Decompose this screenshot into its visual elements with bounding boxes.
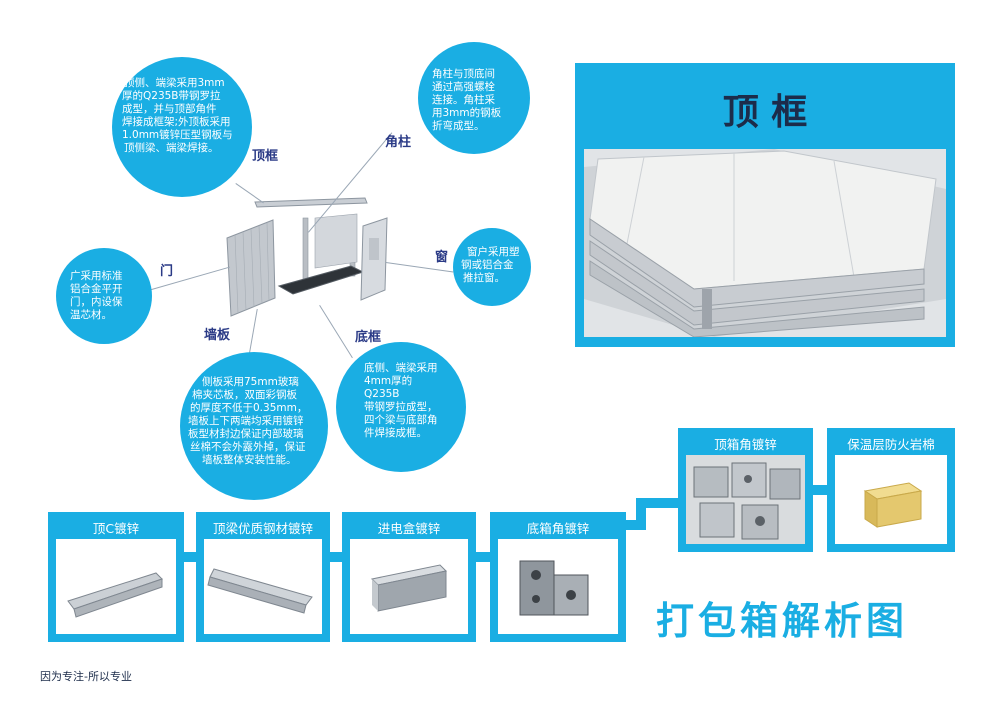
bubble-corner: 角柱与顶底间 通过高强螺栓 连接。角柱采 用3mm的钢板 折弯成型。 (418, 42, 530, 154)
base-frame-shape (277, 265, 365, 295)
component-top-corner: 顶箱角镀锌 (678, 428, 813, 552)
roof-photo-title: 顶 框 (722, 91, 808, 133)
connector-bar-6 (813, 485, 827, 495)
bubble-base: 底侧、端梁采用 4mm厚的 Q235B 带钢罗拉成型， 四个梁与底部角 件焊接成… (336, 342, 466, 472)
component-electric-box: 进电盒镀锌 (342, 512, 476, 642)
label-roof: 顶框 (252, 149, 279, 164)
corner-post-shape (302, 217, 309, 289)
roof-photo (584, 149, 946, 337)
label-corner: 角柱 (385, 135, 412, 150)
label-wall: 墙板 (204, 328, 231, 343)
bubble-roof: 顶侧、端梁采用3mm 厚的Q235B带钢罗拉 成型，并与顶部角件 焊接成框架;外… (112, 57, 252, 197)
roof-photo-panel: 顶 框 (575, 63, 955, 347)
label-window: 窗 (435, 250, 449, 265)
footer-slogan: 因为专注-所以专业 (40, 670, 132, 683)
component-rock-wool: 保温层防火岩棉 (827, 428, 955, 552)
label-door: 门 (160, 264, 174, 279)
component-c-purlin: 顶C镀锌 (48, 512, 184, 642)
component-bottom-corner: 底箱角镀锌 (490, 512, 626, 642)
main-title: 打包箱解析图 (656, 598, 909, 643)
connector-bar-2 (330, 552, 342, 562)
bubble-window: 窗户采用塑 钢或铝合金 推拉窗。 (453, 228, 531, 306)
container-exploded-view (226, 197, 388, 317)
label-base: 底框 (355, 330, 382, 345)
connector-vertical (636, 498, 646, 530)
component-top-beam: 顶梁优质钢材镀锌 (196, 512, 330, 642)
bubble-door: 广采用标准 铝合金平开 门，内设保 温芯材。 (56, 248, 152, 344)
connector-bar-4 (626, 520, 636, 530)
connector-bar-1 (184, 552, 196, 562)
wall-panel-shape (226, 219, 276, 317)
connector-bar-3 (476, 552, 490, 562)
bubble-wall: 侧板采用75mm玻璃 棉夹芯板，双面彩钢板 的厚度不低于0.35mm， 墙板上下… (180, 352, 328, 500)
connector-bar-5 (636, 498, 678, 508)
roof-frame-shape (254, 197, 368, 208)
